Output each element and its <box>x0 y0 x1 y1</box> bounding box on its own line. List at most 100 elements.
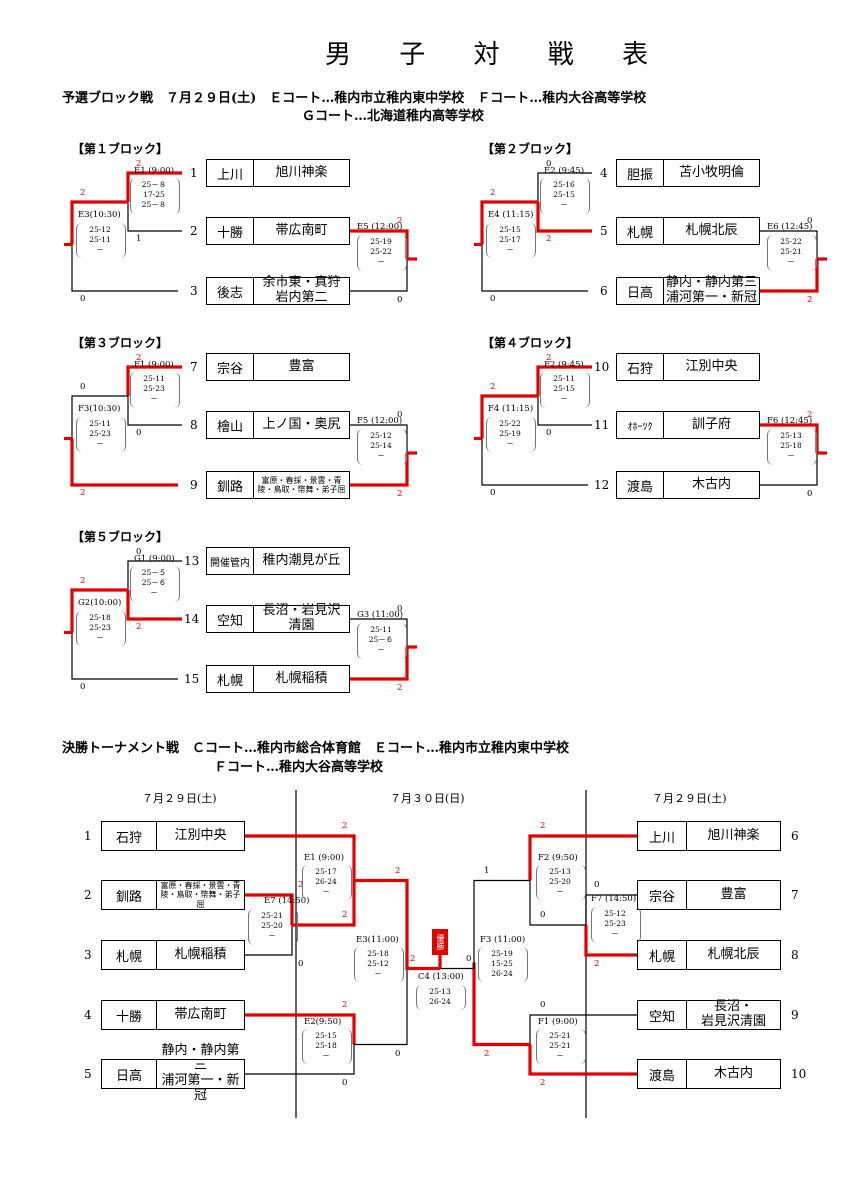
match-line <box>760 259 819 293</box>
set-score: 25-22 <box>780 237 802 246</box>
set-score: 25-18 <box>315 1040 337 1050</box>
match-line <box>536 202 592 233</box>
set-score: 25-12 <box>370 431 392 440</box>
school-name: 余市東・真狩 岩内第二 <box>262 275 341 305</box>
match-label: F2 (9:50) <box>538 852 578 863</box>
match-line <box>245 834 356 881</box>
team-box: 宗谷豊富 <box>206 353 350 381</box>
score-brace <box>130 372 180 408</box>
set-score: 25-19 <box>491 948 513 958</box>
set-count: 0 <box>136 547 142 557</box>
school-name: 木古内 <box>691 476 731 492</box>
school-name: 旭川神楽 <box>707 827 760 843</box>
team-box: 上川旭川神楽 <box>637 821 781 851</box>
match-label: F4 (11:15) <box>488 403 534 414</box>
set-count: 0 <box>490 294 496 304</box>
match-label: E5 (12:00) <box>357 222 403 232</box>
set-count: 2 <box>136 353 142 363</box>
prefecture-name: 空知 <box>638 1001 687 1029</box>
match-line <box>70 588 128 633</box>
set-score: 25－６ <box>368 635 394 645</box>
set-score: 25-17 <box>499 234 521 244</box>
set-count: 2 <box>546 234 552 244</box>
team-number: 7 <box>190 360 198 374</box>
set-score: 25-13 <box>549 866 571 876</box>
set-score: － <box>560 200 568 210</box>
match-line <box>70 200 128 245</box>
score-brace <box>478 946 528 982</box>
school-name: 長沼・岩見沢 清園 <box>262 603 341 633</box>
set-score: 25-23 <box>604 919 626 929</box>
match-line <box>350 229 409 259</box>
set-count: 0 <box>594 880 600 890</box>
set-count: 0 <box>540 1000 546 1010</box>
match-line <box>760 453 818 486</box>
prefecture-name: 札幌 <box>207 666 254 692</box>
school-name: 旭川神楽 <box>275 164 328 180</box>
set-score: － <box>377 645 385 655</box>
set-score: 25-11 <box>143 374 165 383</box>
set-count: 2 <box>298 880 304 890</box>
match-label: G2(10:00) <box>78 597 122 608</box>
score-brace <box>416 984 466 1010</box>
school-name: 稚内潮見が丘 <box>262 552 341 568</box>
match-line <box>126 171 182 202</box>
set-count: 0 <box>397 410 403 420</box>
set-score: 26-24 <box>315 876 337 886</box>
set-score: 25-23 <box>89 428 111 438</box>
set-score: 25-19 <box>370 237 392 246</box>
score-brace <box>130 566 180 602</box>
match-line <box>480 200 538 245</box>
match-line <box>70 438 178 487</box>
match-label: F1 (9:00) <box>134 360 174 370</box>
set-score: 25-18 <box>780 441 802 451</box>
team-number: 5 <box>84 1067 92 1081</box>
day-label: ７月３０日(日) <box>390 792 465 805</box>
set-score: 25-15 <box>315 1030 337 1040</box>
prefecture-name: 空知 <box>207 606 254 632</box>
block-label: 【第１ブロック】 <box>72 142 169 156</box>
set-score: 25-11 <box>89 418 111 428</box>
prefecture-name: 渡島 <box>617 472 664 498</box>
team-box: 札幌札幌稲積 <box>206 665 350 693</box>
team-box: 檜山上ノ国・奥尻 <box>206 411 350 439</box>
set-count: 2 <box>397 216 403 226</box>
team-number: 11 <box>594 418 610 432</box>
team-box: 石狩江別中央 <box>101 821 245 851</box>
team-number: 9 <box>791 1008 799 1022</box>
school-name: 帯広南町 <box>174 1006 227 1022</box>
set-score: 25-20 <box>549 876 571 886</box>
set-count: 2 <box>410 953 416 964</box>
match-label: G3 (11:00) <box>357 610 404 620</box>
team-box: 札幌札幌北辰 <box>616 217 760 245</box>
set-count: 2 <box>490 188 496 198</box>
score-brace <box>357 623 407 659</box>
score-brace <box>302 1028 352 1064</box>
team-number: 10 <box>594 360 610 374</box>
team-number: 7 <box>791 888 799 902</box>
match-line <box>529 880 586 926</box>
set-score: 25-16 <box>553 180 575 189</box>
prefecture-name: 開催管内 <box>207 548 254 574</box>
match-line <box>584 925 637 957</box>
match-line <box>537 172 592 202</box>
set-count: 2 <box>807 410 813 420</box>
team-number: 6 <box>791 829 799 843</box>
match-line <box>245 1013 356 1045</box>
set-score: － <box>611 929 619 939</box>
set-score: － <box>374 968 382 978</box>
match-label: F5 (12:00) <box>357 416 403 426</box>
set-score: 25-18 <box>367 948 389 958</box>
